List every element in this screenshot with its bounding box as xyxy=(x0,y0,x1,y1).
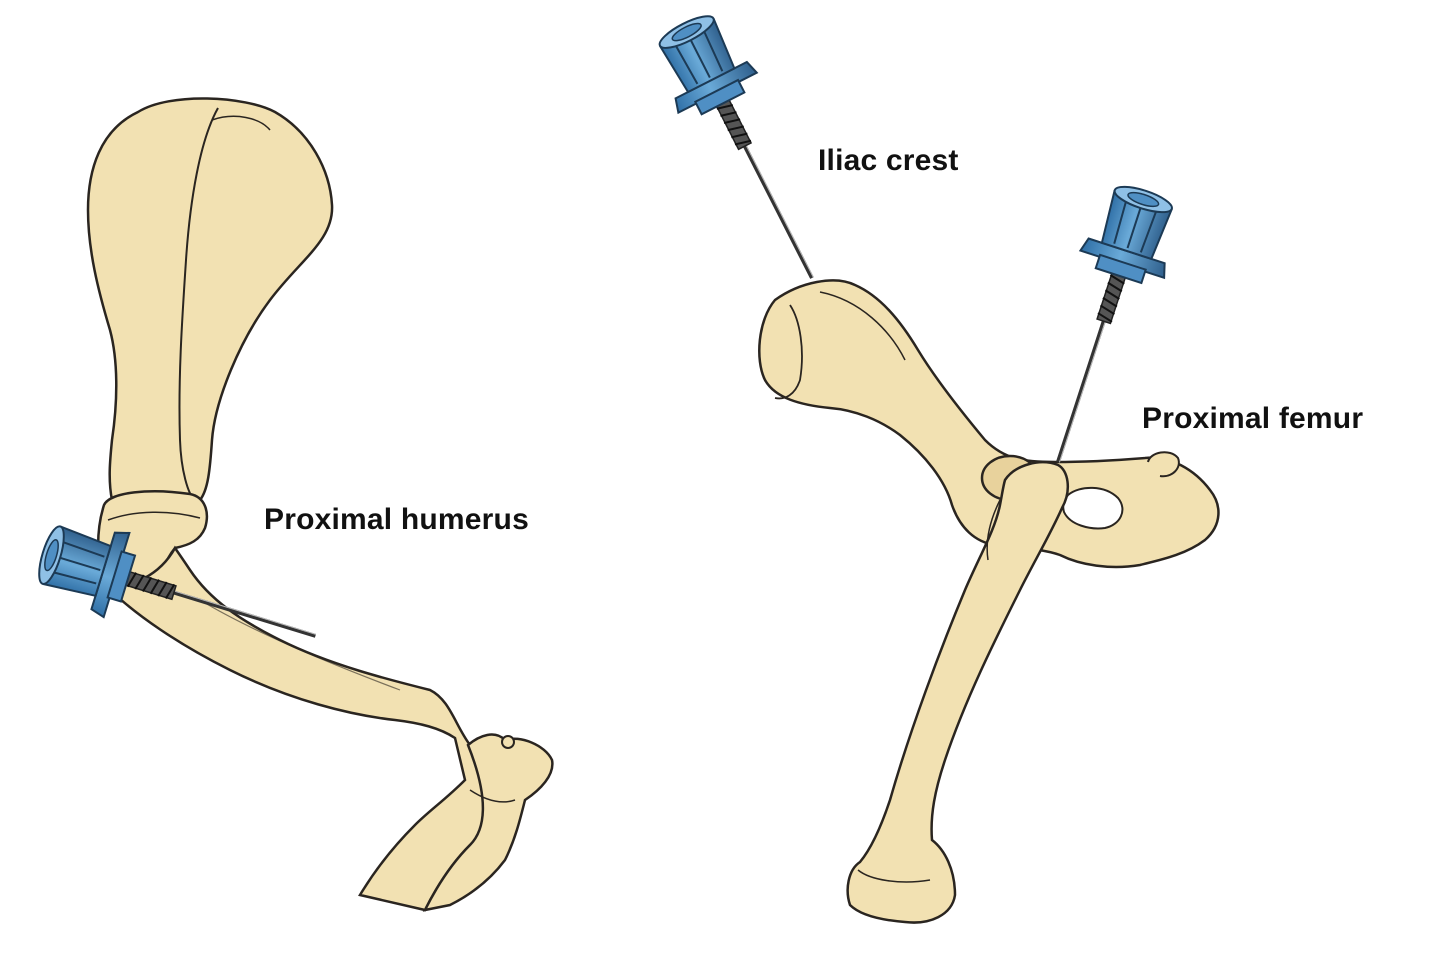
label-proximal-femur: Proximal femur xyxy=(1142,402,1364,435)
label-iliac-crest: Iliac crest xyxy=(818,144,959,177)
forearm-bone xyxy=(422,733,554,912)
obturator-foramen xyxy=(1062,486,1124,530)
label-proximal-humerus: Proximal humerus xyxy=(264,503,529,536)
pelvis-illustration xyxy=(641,2,1220,924)
humerus-bone xyxy=(101,545,504,912)
iliac-wing xyxy=(774,304,803,400)
femur-bone xyxy=(846,461,1070,924)
scapula-bone xyxy=(86,97,334,502)
scapula-spine xyxy=(178,107,219,501)
humerus-illustration xyxy=(28,97,554,912)
